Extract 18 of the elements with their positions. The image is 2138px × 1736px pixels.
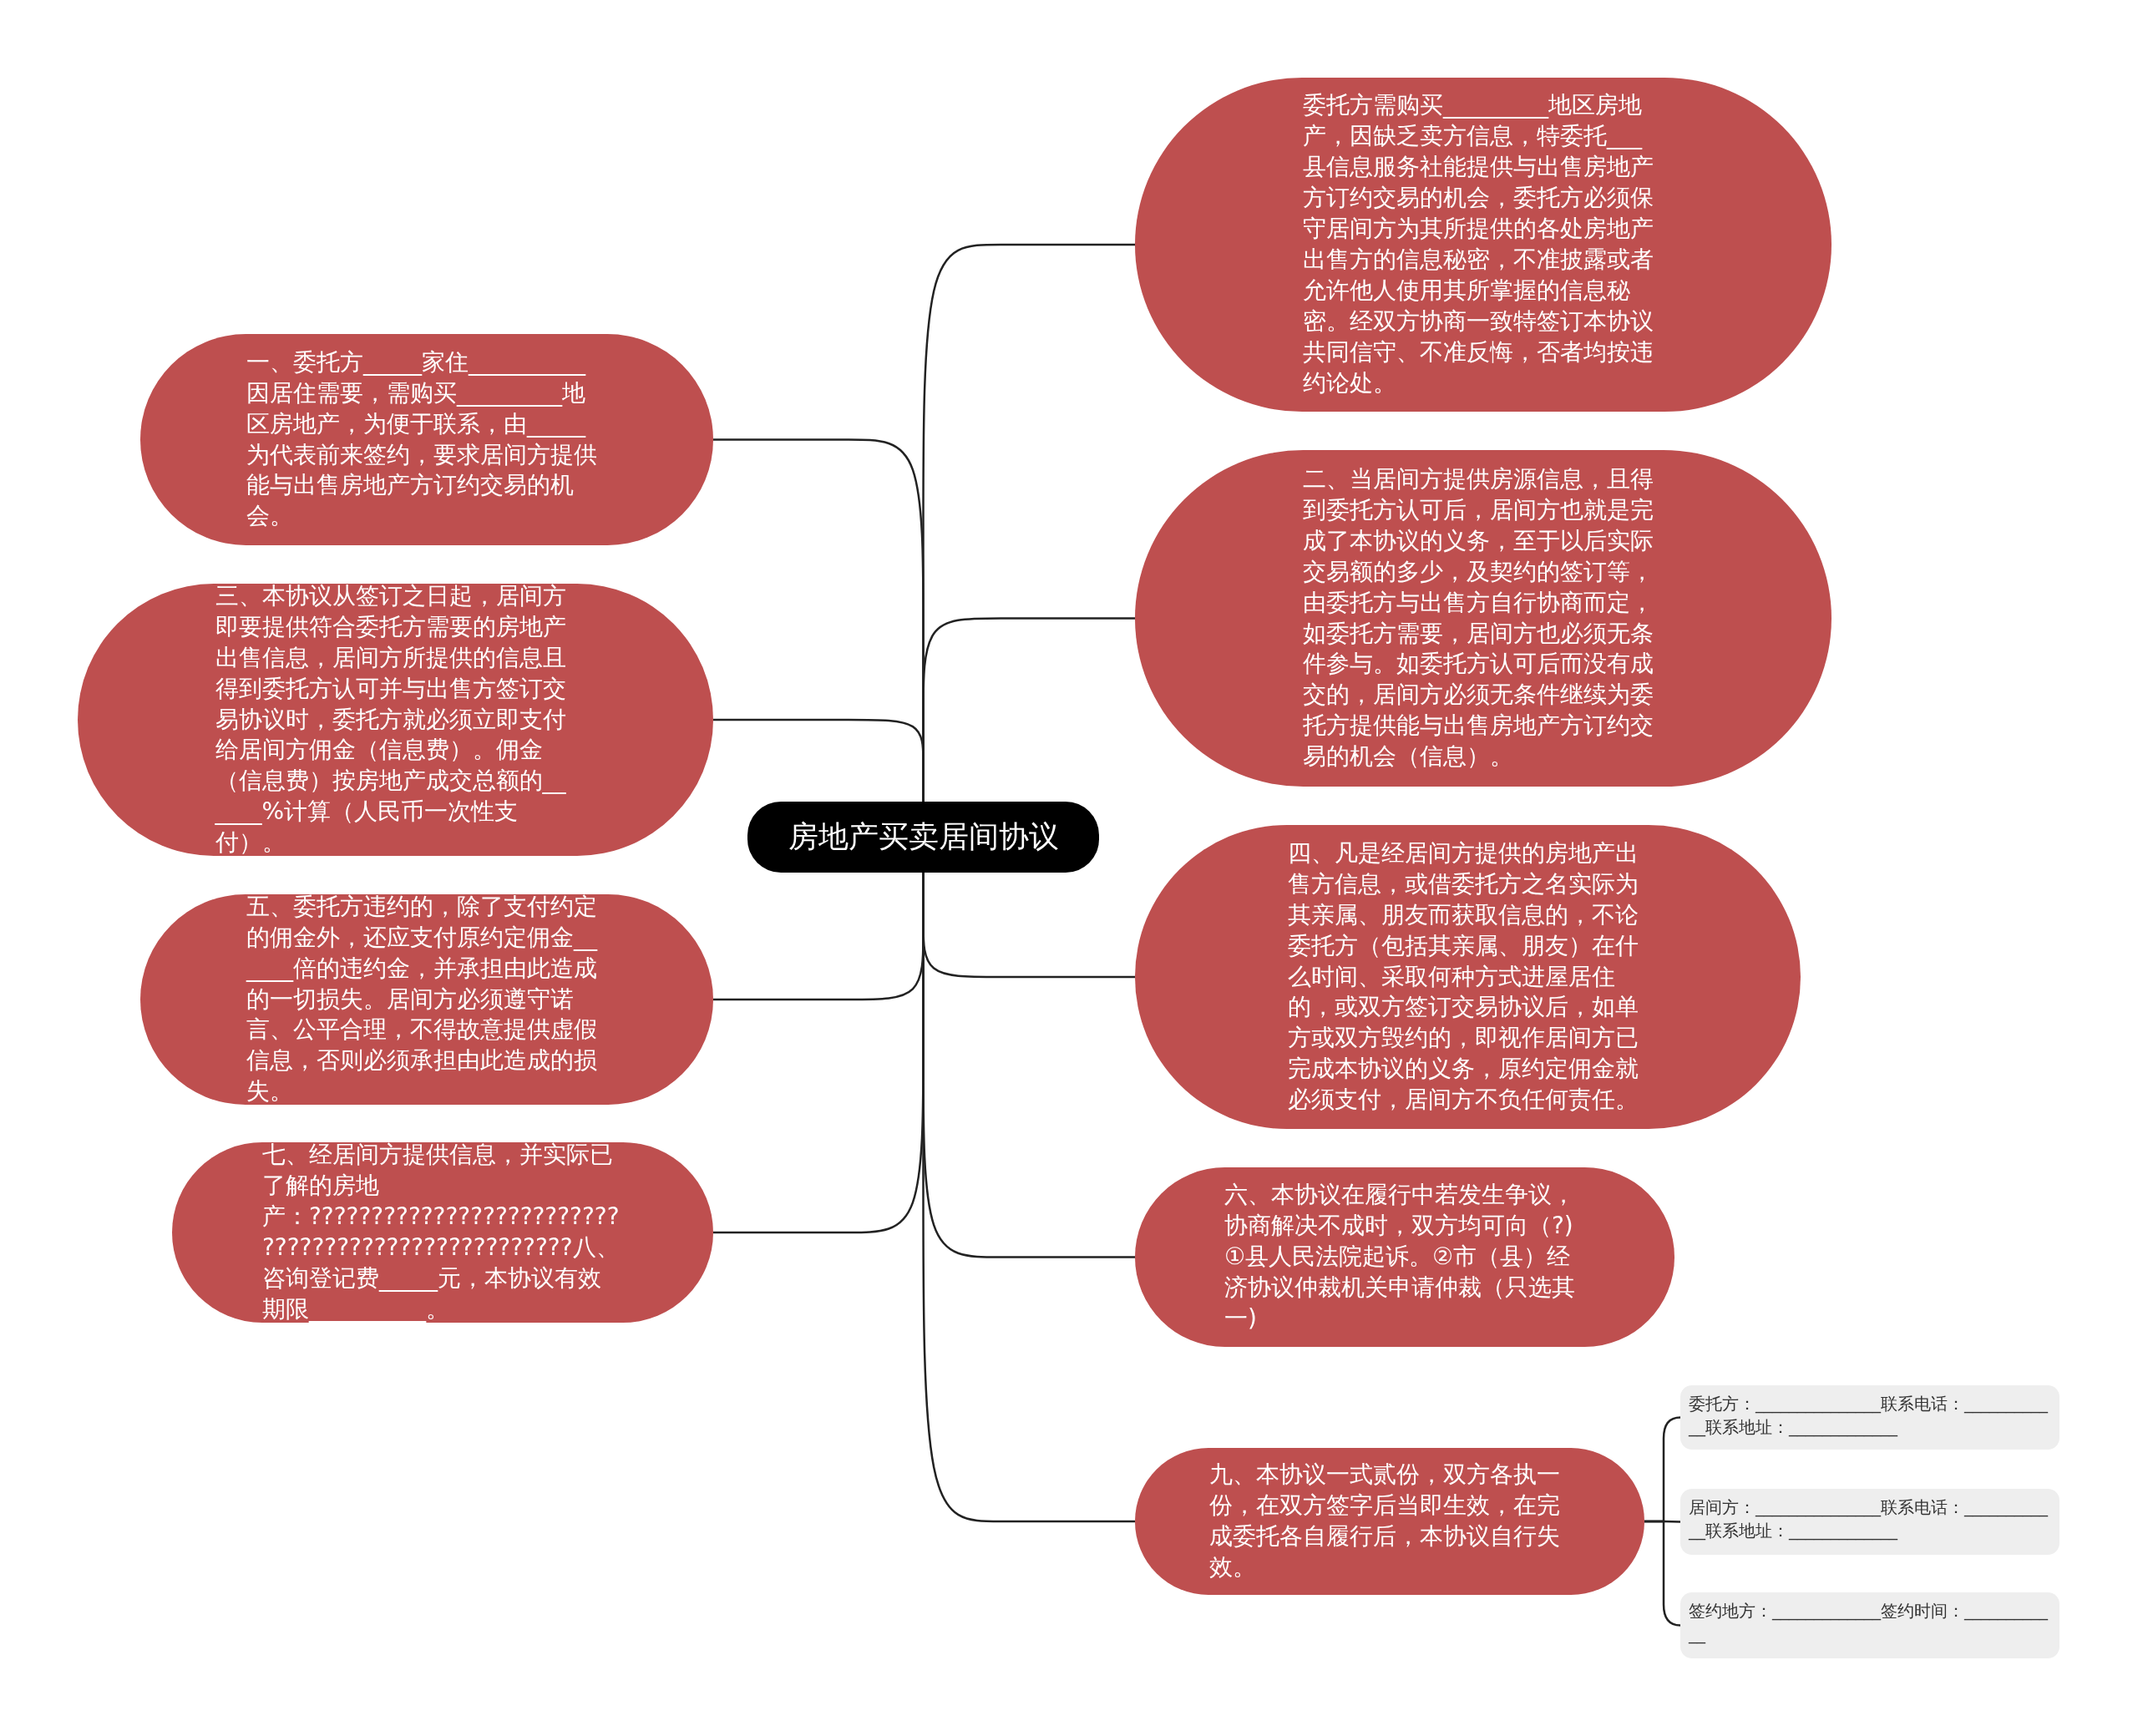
node-text: 签约地方：_____________签约时间：____________ [1689, 1600, 2049, 1646]
topic-title: 房地产买卖居间协议 [788, 818, 1059, 855]
node-text: 七、经居间方提供信息，并实际已了解的房地产：??????????????????????????????????????????????????八、咨询登记费_____元，本协议有效期限__________。 [262, 1140, 621, 1324]
detail-card [1680, 1592, 2059, 1658]
node-text: 九、本协议一式贰份，双方各执一份，在双方签字后当即生效，在完成委托各自履行后，本协议自行失效。 [1209, 1460, 1561, 1582]
connector-line [713, 718, 925, 802]
node-text: 六、本协议在履行中若发生争议，协商解决不成时，双方均可向（?)①县人民法院起诉。②市（县）经济协议仲裁机关申请仲裁（只选其一) [1224, 1180, 1576, 1334]
node-text: 委托方：_______________联系电话：____________联系地址：_____________ [1689, 1393, 2049, 1439]
node-text: 委托方需购买_________地区房地产，因缺乏卖方信息，特委托___县信息服务社能提供与出售房地产方订约交易的机会，委托方必须保守居间方为其所提供的各处房地产出售方的信息秘密，不准披露或者允许他人使用其所掌握的信息秘密。经双方协商一致特签订本协议共同信守、不准反悔，否者均按违约论处。 [1303, 90, 1654, 398]
node-text: 五、委托方违约的，除了支付约定的佣金外，还应支付原约定佣金______倍的违约金，并承担由此造成的一切损失。居间方必须遵守诺言、公平合理，不得故意提供虚假信息，否则必须承担由此造成的损失。 [246, 891, 599, 1107]
node-text: 居间方：_______________联系电话：____________联系地址：_____________ [1689, 1496, 2049, 1542]
detail-card [1680, 1489, 2059, 1555]
node-text: 一、委托方_____家住__________因居住需要，需购买_________地区房地产，为便于联系，由_____为代表前来签约，要求居间方提供能与出售房地产方订约交易的机会。 [246, 347, 598, 532]
node-text: 三、本协议从签订之日起，居间方即要提供符合委托方需要的房地产出售信息，居间方所提供的信息且得到委托方认可并与出售方签订交易协议时，委托方就必须立即支付给居间方佣金（信息费）。佣金（信息费）按房地产成交总额的______%计算（人民币一次性支付）。 [215, 580, 567, 858]
node-text: 二、当居间方提供房源信息，且得到委托方认可后，居间方也就是完成了本协议的义务，至于以后实际交易额的多少，及契约的签订等，由委托方与出售方自行协商而定，如委托方需要，居间方也必须无条件参与。如委托方认可后而没有成交的，居间方必须无条件继续为委托方提供能与出售房地产方订约交易的机会（信息）。 [1303, 463, 1654, 772]
node-text: 四、凡是经居间方提供的房地产出售方信息，或借委托方之名实际为其亲属、朋友而获取信息的，不论委托方（包括其亲属、朋友）在什么时间、采取何种方式进屋居住的，或双方签订交易协议后，如单方或双方毁约的，即视作居间方已完成本协议的义务，原约定佣金就必须支付，居间方不负任何责任。 [1287, 838, 1639, 1116]
connector-line [1644, 1520, 1681, 1627]
detail-card [1680, 1385, 2059, 1450]
